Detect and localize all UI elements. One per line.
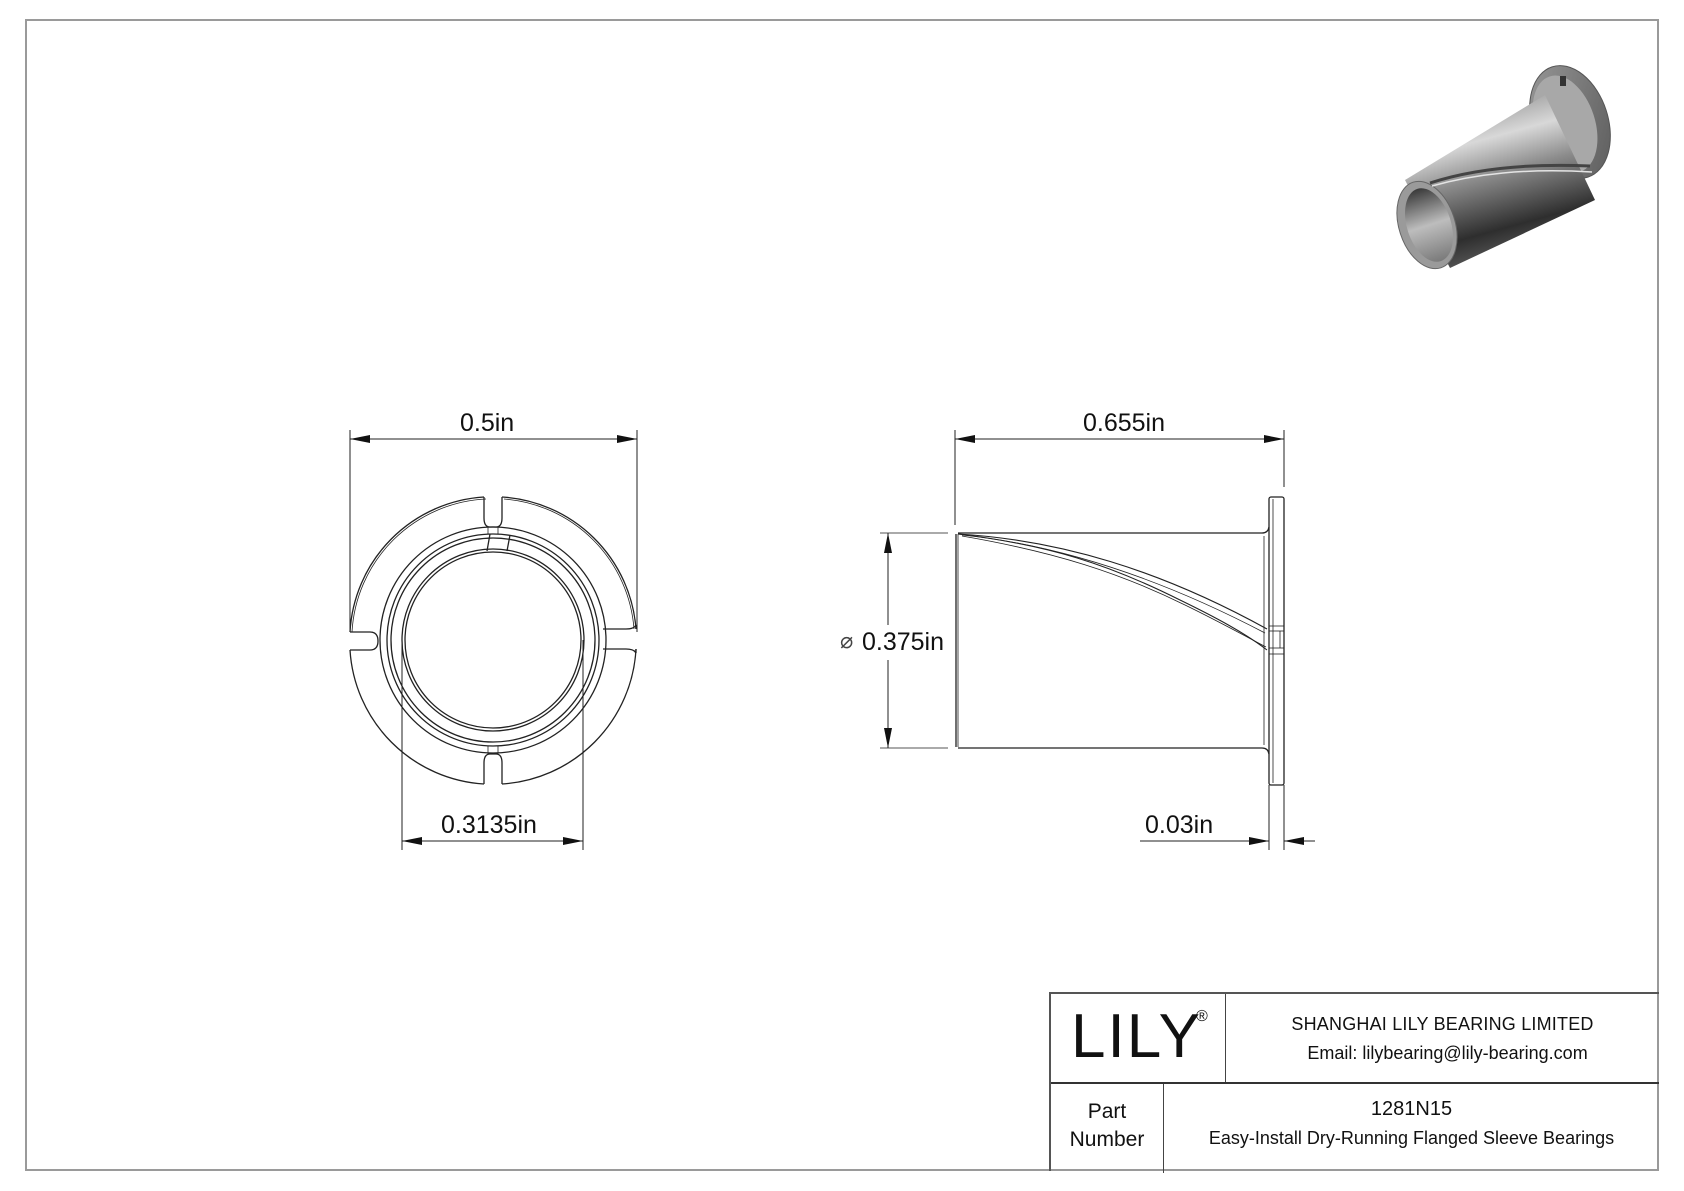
part-number: 1281N15 — [1370, 1098, 1453, 1120]
diameter-symbol-icon: ⌀ — [840, 628, 854, 653]
part-label-line1: Part — [1087, 1100, 1127, 1123]
page-border — [25, 19, 1659, 1171]
side-view — [880, 430, 1315, 850]
registered-mark-icon: ® — [1196, 1008, 1208, 1025]
title-block-part-row: Part Number 1281N15 Easy-Install Dry-Run… — [1051, 1084, 1659, 1173]
part-description: Easy-Install Dry-Running Flanged Sleeve … — [1208, 1128, 1615, 1148]
part-label-line2: Number — [1069, 1128, 1145, 1151]
company-name: SHANGHAI LILY BEARING LIMITED — [1291, 1014, 1594, 1034]
title-block-header-row: LILY ® SHANGHAI LILY BEARING LIMITED Ema… — [1051, 994, 1659, 1084]
company-logo: LILY ® — [1051, 994, 1226, 1082]
dimension-diameter: 0.375in — [862, 628, 945, 656]
dimension-inner-diameter: 0.3135in — [441, 811, 537, 839]
logo-text: LILY — [1071, 1002, 1202, 1071]
part-number-label: Part Number — [1051, 1084, 1164, 1173]
dimension-length: 0.655in — [1083, 409, 1166, 437]
front-view — [349, 430, 638, 850]
part-info: 1281N15 Easy-Install Dry-Running Flanged… — [1164, 1084, 1659, 1173]
company-info: SHANGHAI LILY BEARING LIMITED Email: lil… — [1226, 994, 1659, 1082]
title-block: LILY ® SHANGHAI LILY BEARING LIMITED Ema… — [1049, 992, 1659, 1173]
dimension-outer-diameter: 0.5in — [460, 409, 515, 437]
company-email: Email: lilybearing@lily-bearing.com — [1307, 1043, 1588, 1063]
dimension-flange-thickness: 0.03in — [1145, 811, 1214, 839]
bearing-3d-render-icon — [1396, 65, 1611, 270]
